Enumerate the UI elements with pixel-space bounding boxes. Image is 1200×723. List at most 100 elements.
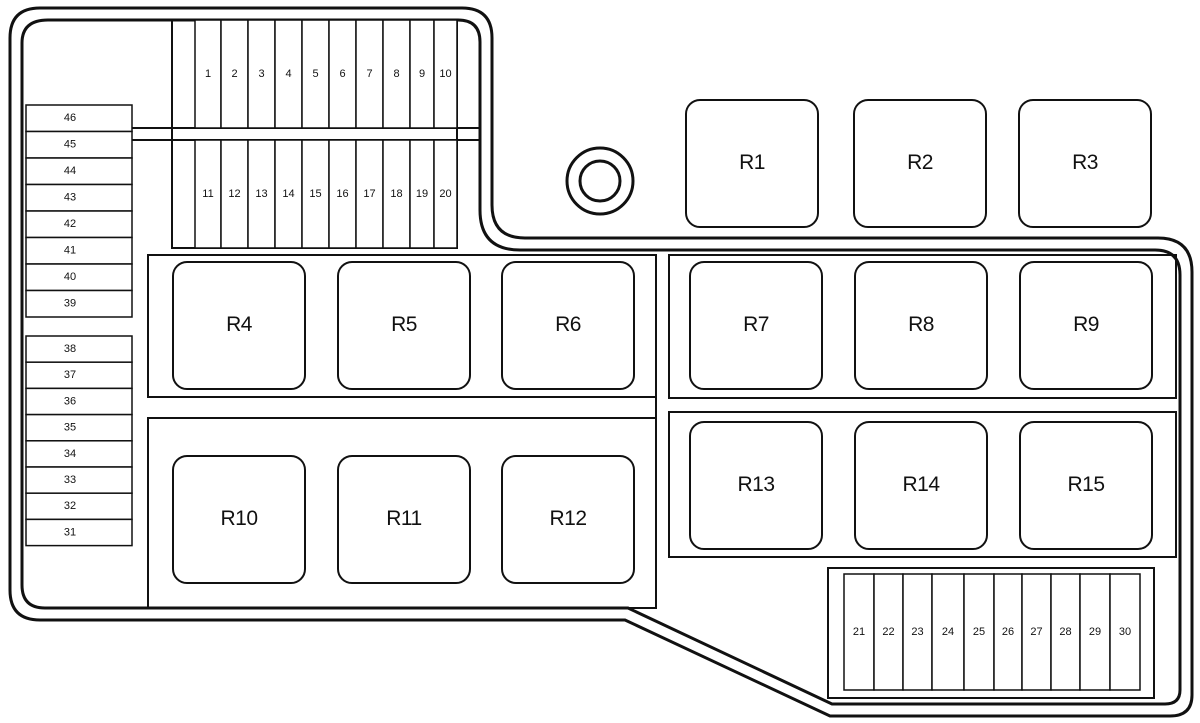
fuse-slot-38 [25,335,133,363]
fuse-slot-9 [409,19,435,129]
fuse-slot-46 [25,104,133,133]
fuse-label-22: 22 [882,626,894,638]
fuse-slot-31 [25,518,133,547]
relay-label-r15: R15 [1067,473,1104,496]
fuse-slot-40 [25,263,133,292]
relay-label-r1: R1 [739,151,765,174]
fuse-label-20: 20 [439,188,451,200]
fuse-slot-12 [220,139,249,249]
fuse-slot-29 [1079,573,1111,691]
relay-label-r5: R5 [391,313,417,336]
fuse-label-37: 37 [64,369,76,381]
housing-outer-outline [8,6,1194,718]
fuse-label-36: 36 [64,395,76,407]
mounting-bolt-inner [578,159,622,203]
fuse-slot-24 [931,573,965,691]
relay-panel-right-row2 [668,411,1177,558]
relay-r6 [501,261,635,390]
relay-r12 [501,455,635,584]
fuse-slot-1 [194,19,222,129]
relay-label-r2: R2 [907,151,933,174]
fuse-label-44: 44 [64,165,76,177]
fuse-slot-22 [873,573,904,691]
fuse-label-34: 34 [64,448,76,460]
bottom-fuse-block-frame [827,567,1155,699]
relay-r2 [853,99,987,228]
fuse-slot-35 [25,413,133,442]
fuse-label-19: 19 [416,188,428,200]
fuse-slot-5 [301,19,330,129]
fuse-label-9: 9 [419,68,425,80]
fuse-label-29: 29 [1089,626,1101,638]
fuse-label-40: 40 [64,271,76,283]
fuse-label-43: 43 [64,192,76,204]
section-frames [147,19,1177,699]
relay-r3 [1018,99,1152,228]
fuse-label-41: 41 [64,245,76,257]
relay-label-r3: R3 [1072,151,1098,174]
fuse-label-3: 3 [258,68,264,80]
relay-r7 [689,261,823,390]
fuse-slot-8 [382,19,411,129]
fuse-label-10: 10 [439,68,451,80]
fuse-slot-25 [963,573,995,691]
fuse-label-15: 15 [309,188,321,200]
fuse-label-2: 2 [231,68,237,80]
fuse-label-8: 8 [393,68,399,80]
relay-label-r8: R8 [908,313,934,336]
fuse-slot-36 [25,387,133,416]
fuse-label-28: 28 [1059,626,1071,638]
relay-r9 [1019,261,1153,390]
fuse-label-46: 46 [64,112,76,124]
relay-r14 [854,421,988,550]
relay-r1 [685,99,819,228]
fuse-slot-26 [993,573,1023,691]
fuse-label-33: 33 [64,474,76,486]
relay-r11 [337,455,471,584]
fuse-slot-37 [25,361,133,390]
relay-label-r13: R13 [737,473,774,496]
fuse-label-4: 4 [285,68,291,80]
relay-r4 [172,261,306,390]
fuse-label-30: 30 [1119,626,1131,638]
relay-label-r9: R9 [1073,313,1099,336]
fuse-slot-3 [247,19,276,129]
fuse-label-23: 23 [911,626,923,638]
relay-label-r4: R4 [226,313,253,336]
fuse-slot-39 [25,289,133,318]
fuse-slot-7 [355,19,384,129]
fuse-slot-11 [194,139,222,249]
fuse-slot-21 [843,573,875,691]
fuse-label-39: 39 [64,298,76,310]
fuse-label-31: 31 [64,526,76,538]
fuse-label-6: 6 [339,68,345,80]
fuse-label-1: 1 [205,68,211,80]
fuse-slot-44 [25,157,133,186]
fuse-label-24: 24 [942,626,954,638]
relay-r5 [337,261,471,390]
relay-r15 [1019,421,1153,550]
fuse-label-13: 13 [255,188,267,200]
fuse-label-25: 25 [973,626,985,638]
fuse-label-35: 35 [64,422,76,434]
fuse-label-11: 11 [202,188,213,200]
fuse-label-14: 14 [282,188,294,200]
relay-label-r12: R12 [549,507,586,530]
fuse-slot-15 [301,139,330,249]
fuse-slot-32 [25,492,133,521]
relay-r13 [689,421,823,550]
relay-r8 [854,261,988,390]
fuse-slot-10 [433,19,458,129]
fuse-slot-43 [25,183,133,212]
fuse-label-16: 16 [336,188,348,200]
fuse-slot-42 [25,210,133,239]
relay-panel-right-row1 [668,254,1177,399]
fuse-label-45: 45 [64,139,76,151]
relay-label-r7: R7 [743,313,769,336]
fuse-slot-34 [25,440,133,468]
